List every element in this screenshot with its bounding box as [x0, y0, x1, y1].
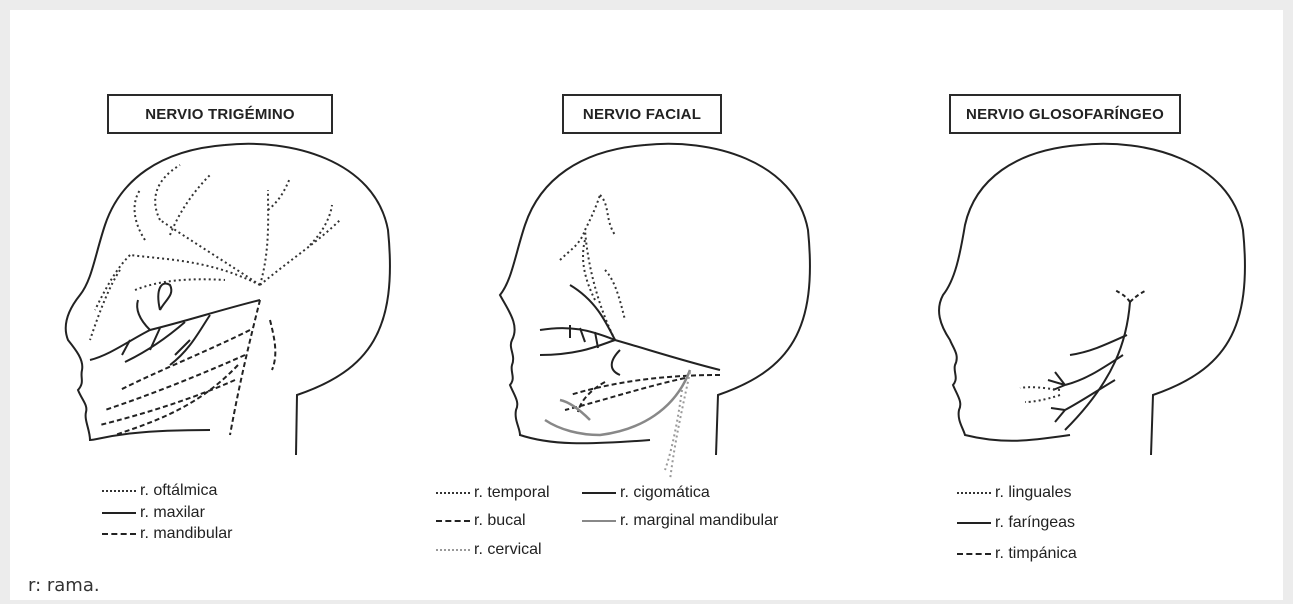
head-outline: [939, 144, 1245, 455]
figure-canvas: NERVIO TRIGÉMINO: [10, 10, 1283, 600]
cervical-branch: [665, 372, 690, 480]
pharyngeal-branch: [1048, 302, 1130, 430]
dotted-line-swatch: [102, 490, 136, 492]
dotted-line-swatch: [957, 492, 991, 494]
legend-label: r. bucal: [474, 512, 526, 530]
legend-item-cigomatica: r. cigomática: [582, 484, 710, 502]
lingual-branch: [1020, 387, 1060, 402]
panel-glosofaringeo: NERVIO GLOSOFARÍNGEO: [865, 10, 1283, 570]
legend-item-maxilar: r. maxilar: [102, 504, 205, 522]
solid-line-swatch: [957, 522, 991, 524]
gray-solid-line-swatch: [582, 520, 616, 522]
legend-label: r. mandibular: [140, 525, 233, 543]
temporal-branch: [560, 195, 625, 340]
head-outline: [66, 144, 390, 455]
legend-label: r. faríngeas: [995, 514, 1075, 532]
legend-label: r. cigomática: [620, 484, 710, 502]
maxillary-branch: [90, 284, 260, 365]
legend-label: r. linguales: [995, 484, 1072, 502]
legend-label: r. marginal mandibular: [620, 512, 778, 530]
solid-line-swatch: [582, 492, 616, 494]
panel-facial: NERVIO FACIAL: [420, 10, 860, 570]
legend-item-mandibular: r. mandibular: [102, 525, 233, 543]
panel-trigemino: NERVIO TRIGÉMINO: [10, 10, 430, 570]
legend-item-marginal-mandibular: r. marginal mandibular: [582, 512, 778, 530]
dotted-line-swatch: [436, 492, 470, 494]
legend-label: r. cervical: [474, 541, 542, 559]
ophthalmic-branch: [90, 165, 340, 340]
legend-label: r. oftálmica: [140, 482, 217, 500]
head-glosofaringeo-illustration: [865, 10, 1283, 570]
legend-item-linguales: r. linguales: [957, 484, 1072, 502]
legend-label: r. maxilar: [140, 504, 205, 522]
legend-item-bucal: r. bucal: [436, 512, 526, 530]
buccal-branch: [565, 375, 720, 412]
legend-item-cervical: r. cervical: [436, 541, 542, 559]
legend-label: r. temporal: [474, 484, 550, 502]
solid-line-swatch: [102, 512, 136, 514]
dashed-line-swatch: [102, 533, 136, 535]
dashed-line-swatch: [957, 553, 991, 555]
legend-item-oftalmica: r. oftálmica: [102, 482, 217, 500]
zygomatic-branch: [540, 285, 720, 375]
gray-dotted-line-swatch: [436, 549, 470, 551]
tympanic-branch: [1115, 290, 1147, 302]
head-trigemino-illustration: [10, 10, 430, 570]
legend-item-temporal: r. temporal: [436, 484, 550, 502]
head-outline: [500, 144, 810, 455]
legend-item-timpanica: r. timpánica: [957, 545, 1077, 563]
dashed-line-swatch: [436, 520, 470, 522]
footnote: r: rama.: [28, 575, 100, 596]
legend-label: r. timpánica: [995, 545, 1077, 563]
legend-item-faringeas: r. faríngeas: [957, 514, 1075, 532]
marginal-mandibular-branch: [545, 370, 690, 435]
